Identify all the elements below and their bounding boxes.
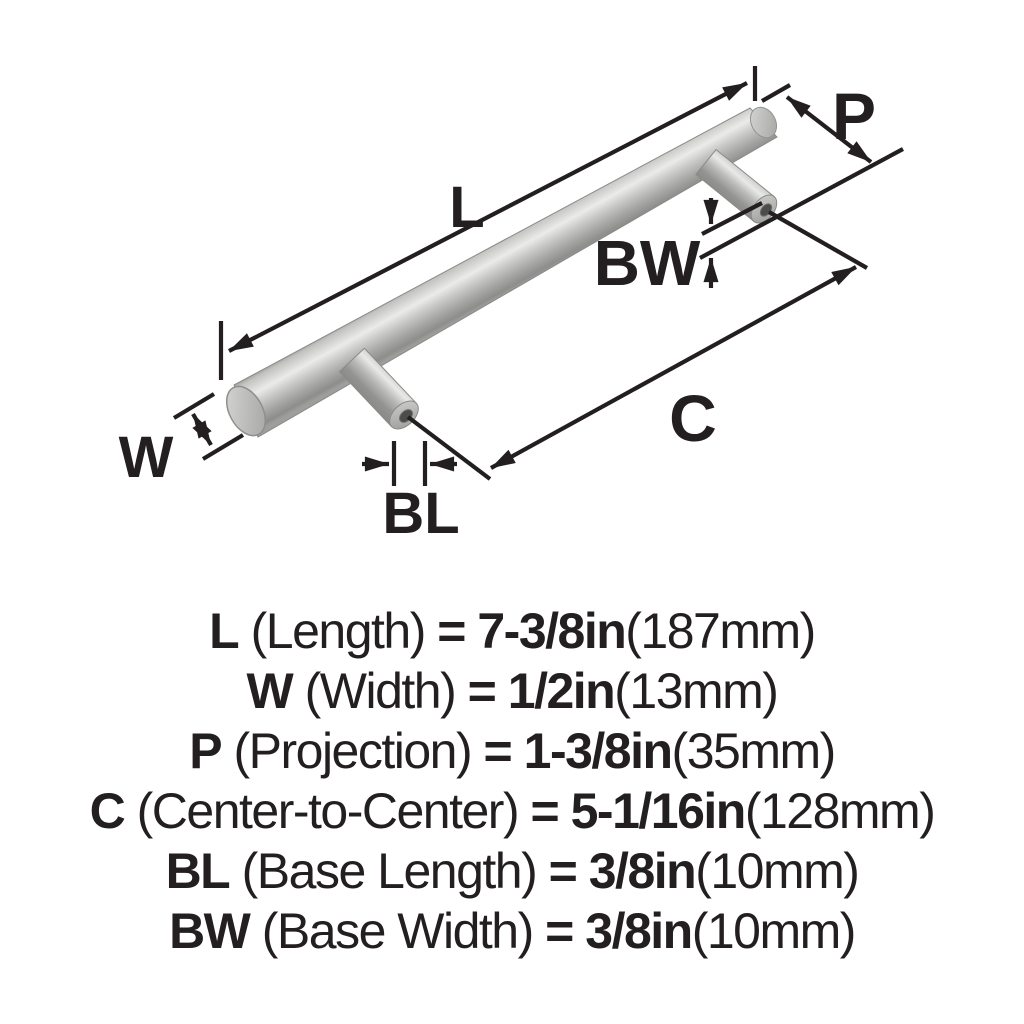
projection-tick (760, 83, 792, 103)
center-extent-right (767, 210, 869, 270)
spec-line-projection: P (Projection) = 1-3/8in(35mm) (0, 721, 1024, 781)
spec-symbol: P (189, 723, 222, 779)
spec-metric: (10mm) (695, 843, 860, 899)
dim-base-length: BL (362, 441, 460, 546)
label-width: W (119, 425, 174, 490)
spec-equals: = (483, 723, 513, 779)
mounting-surface-line (699, 147, 904, 260)
spec-metric: (10mm) (691, 903, 857, 959)
length-arrow (228, 81, 748, 353)
spec-name: (Base Length) (241, 843, 538, 899)
spec-imperial: 3/8in (588, 843, 697, 899)
spec-line-base-width: BW (Base Width) = 3/8in(10mm) (0, 901, 1024, 961)
spec-name: (Width) (304, 663, 457, 719)
bar-left-end-cap (225, 385, 267, 437)
dimension-annotations: L P BW C (119, 66, 904, 546)
label-base-length: BL (382, 481, 459, 546)
spec-symbol: BW (169, 903, 251, 959)
left-post (338, 347, 419, 430)
spec-name: (Length) (250, 603, 427, 659)
spec-symbol: W (246, 663, 294, 719)
spec-line-length: L (Length) = 7-3/8in(187mm) (0, 601, 1024, 661)
spec-symbol: L (209, 603, 240, 659)
spec-imperial: 1-3/8in (523, 723, 673, 779)
width-tick-lower (201, 433, 245, 461)
spec-name: (Projection) (233, 723, 472, 779)
spec-metric: (128mm) (744, 783, 936, 839)
label-projection: P (832, 79, 876, 153)
spec-equals: = (530, 783, 560, 839)
spec-line-center-to-center: C (Center-to-Center) = 5-1/16in(128mm) (0, 781, 1024, 841)
dim-projection: P (699, 79, 904, 260)
bar-right-end-cap (749, 106, 778, 139)
dim-width: W (119, 392, 245, 490)
width-tick-upper (172, 392, 216, 420)
center-arrow (489, 265, 858, 470)
spec-name: (Center-to-Center) (136, 783, 520, 839)
spec-equals: = (548, 843, 578, 899)
dim-length: L (218, 66, 758, 380)
label-center-to-center: C (669, 381, 717, 455)
spec-line-base-length: BL (Base Length) = 3/8in(10mm) (0, 841, 1024, 901)
dim-center-to-center: C (406, 210, 869, 481)
label-base-width: BW (594, 227, 701, 299)
center-extent-left (406, 415, 492, 481)
base-width-tick-upper (701, 201, 763, 236)
spec-metric: (13mm) (614, 663, 779, 719)
spec-equals: = (467, 663, 497, 719)
spec-imperial: 5-1/16in (570, 783, 747, 839)
spec-imperial: 1/2in (507, 663, 616, 719)
spec-metric: (35mm) (671, 723, 837, 779)
label-length: L (449, 175, 484, 240)
width-arrow (191, 412, 213, 447)
spec-symbol: BL (165, 843, 231, 899)
spec-equals: = (437, 603, 466, 659)
spec-imperial: 7-3/8in (477, 603, 626, 659)
spec-metric: (187mm) (625, 603, 816, 659)
spec-imperial: 3/8in (585, 903, 693, 959)
spec-list: L (Length) = 7-3/8in(187mm) W (Width) = … (0, 601, 1024, 961)
spec-name: (Base Width) (261, 903, 534, 959)
projection-arrow (785, 95, 873, 164)
spec-equals: = (545, 903, 574, 959)
spec-line-width: W (Width) = 1/2in(13mm) (0, 661, 1024, 721)
spec-symbol: C (89, 783, 126, 839)
